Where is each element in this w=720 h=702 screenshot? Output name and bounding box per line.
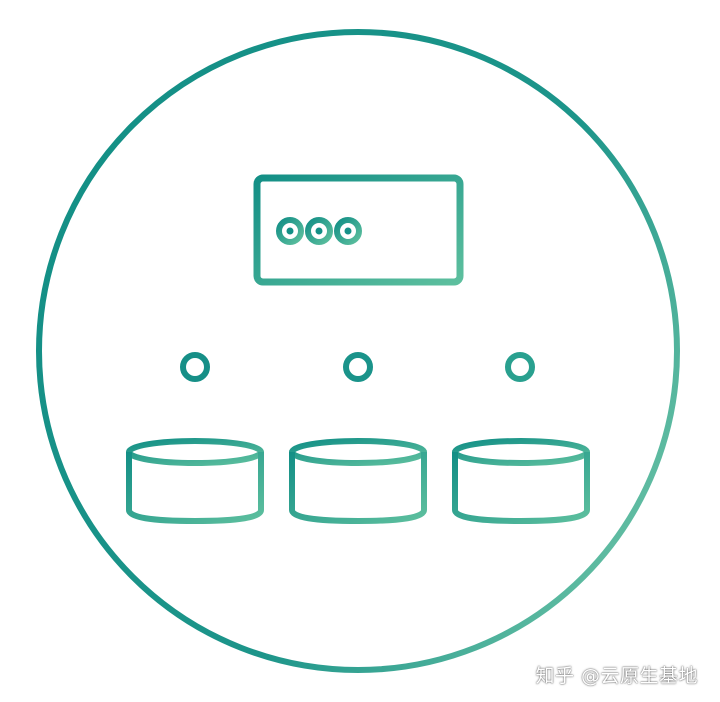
node-left <box>180 352 210 382</box>
server-icon <box>253 174 464 286</box>
server-light-2 <box>305 217 333 245</box>
junction-nodes <box>180 352 535 382</box>
database-icon <box>126 438 264 525</box>
node-right <box>505 352 535 382</box>
watermark-text: 知乎 @云原生基地 <box>535 665 698 687</box>
network-connectors <box>192 279 523 443</box>
server-light-3 <box>334 217 362 245</box>
database-icon <box>289 438 427 525</box>
node-center <box>343 352 373 382</box>
server-light-1 <box>276 217 304 245</box>
circle-ring-icon <box>36 29 680 673</box>
database-icon <box>452 438 590 525</box>
